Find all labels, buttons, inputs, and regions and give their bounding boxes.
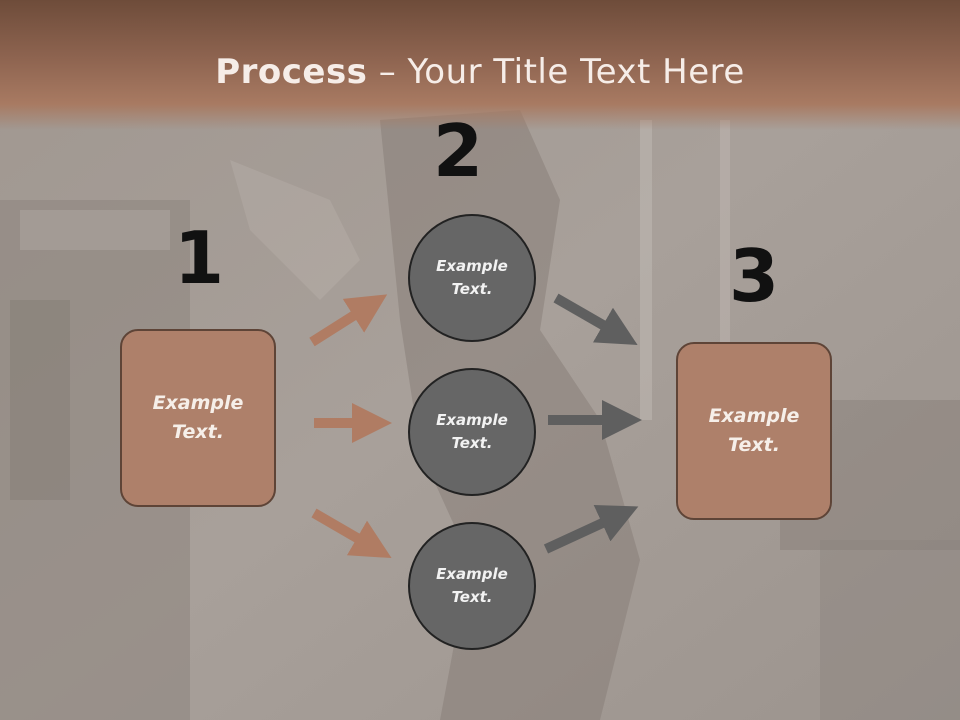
arrow-to-circle-3 [311, 508, 392, 559]
arrow-from-circle-3 [543, 505, 639, 554]
circle-3: Example Text. [408, 522, 536, 650]
page-title: Process – Your Title Text Here [0, 52, 960, 92]
step-3-box: Example Text. [676, 342, 832, 520]
circle-2-label: Example Text. [436, 410, 508, 452]
step-number-1: 1 [173, 216, 225, 300]
step-number-2: 2 [432, 109, 484, 193]
step-1-box: Example Text. [120, 329, 276, 507]
title-rest: – Your Title Text Here [367, 52, 745, 92]
step-1-label: Example Text. [152, 391, 244, 443]
circle-2: Example Text. [408, 368, 536, 496]
circle-1: Example Text. [408, 214, 536, 342]
arrow-to-circle-1 [309, 294, 388, 347]
title-banner [0, 0, 960, 130]
step-number-3: 3 [728, 234, 780, 318]
circle-3-label: Example Text. [436, 564, 508, 606]
step-3-label: Example Text. [708, 404, 800, 456]
arrow-from-circle-1 [553, 293, 638, 345]
circle-1-label: Example Text. [436, 256, 508, 298]
title-bold: Process [215, 52, 368, 92]
